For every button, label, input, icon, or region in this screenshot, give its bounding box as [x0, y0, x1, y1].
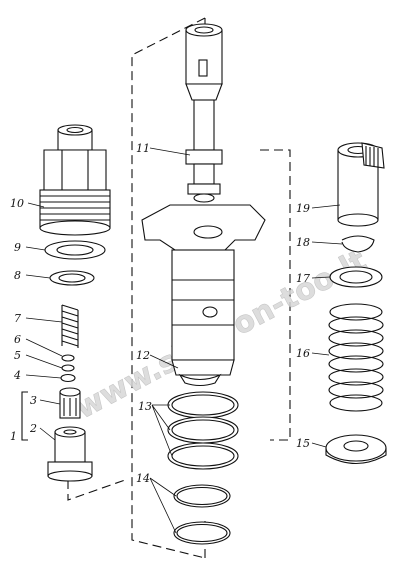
label-17: 17: [296, 272, 310, 285]
part-6-ring: [61, 354, 75, 362]
label-7: 7: [14, 312, 21, 325]
part-3-valve: [59, 387, 81, 419]
part-17-spring-plate: [329, 266, 383, 288]
part-18-circlip: [341, 235, 375, 253]
label-15: 15: [296, 437, 310, 450]
part-8-washer: [49, 270, 95, 286]
part-9-washer: [44, 240, 106, 260]
part-2-valve-seat: [47, 426, 93, 482]
label-1: 1: [10, 430, 17, 443]
axis-right-frame: [260, 149, 291, 441]
label-14: 14: [136, 472, 150, 485]
label-19: 19: [296, 202, 310, 215]
label-18: 18: [296, 236, 310, 249]
label-6: 6: [14, 333, 21, 346]
label-16: 16: [296, 347, 310, 360]
label-13: 13: [138, 400, 152, 413]
label-10: 10: [10, 197, 24, 210]
axis-center-left: [131, 17, 206, 559]
label-5: 5: [14, 349, 21, 362]
label-8: 8: [14, 269, 21, 282]
part-14-seal-rings: [173, 484, 231, 545]
label-9: 9: [14, 241, 21, 254]
part-15-spring-seat: [325, 434, 387, 464]
part-5-ring: [61, 364, 75, 372]
part-1-bracket: [21, 391, 28, 441]
part-19-control-sleeve: [337, 142, 385, 227]
callout-labels: 1 2 3 4 5 6 7 8 9 10 11 12 13 14 15 16 1…: [10, 142, 310, 485]
leader-lines: [25, 147, 343, 534]
part-12-barrel: [141, 204, 266, 387]
part-4-ring: [60, 373, 76, 383]
label-2: 2: [29, 422, 37, 435]
part-7-valve-spring: [61, 304, 79, 348]
part-11-plunger: [185, 23, 223, 203]
label-4: 4: [13, 369, 21, 382]
label-11: 11: [136, 142, 150, 155]
part-10-valve-holder: [39, 124, 111, 236]
part-16-plunger-spring: [328, 303, 384, 412]
axis-left-bottom: [67, 479, 126, 501]
part-13-seal-rings: [167, 391, 239, 470]
label-12: 12: [136, 349, 150, 362]
label-3: 3: [30, 394, 37, 407]
